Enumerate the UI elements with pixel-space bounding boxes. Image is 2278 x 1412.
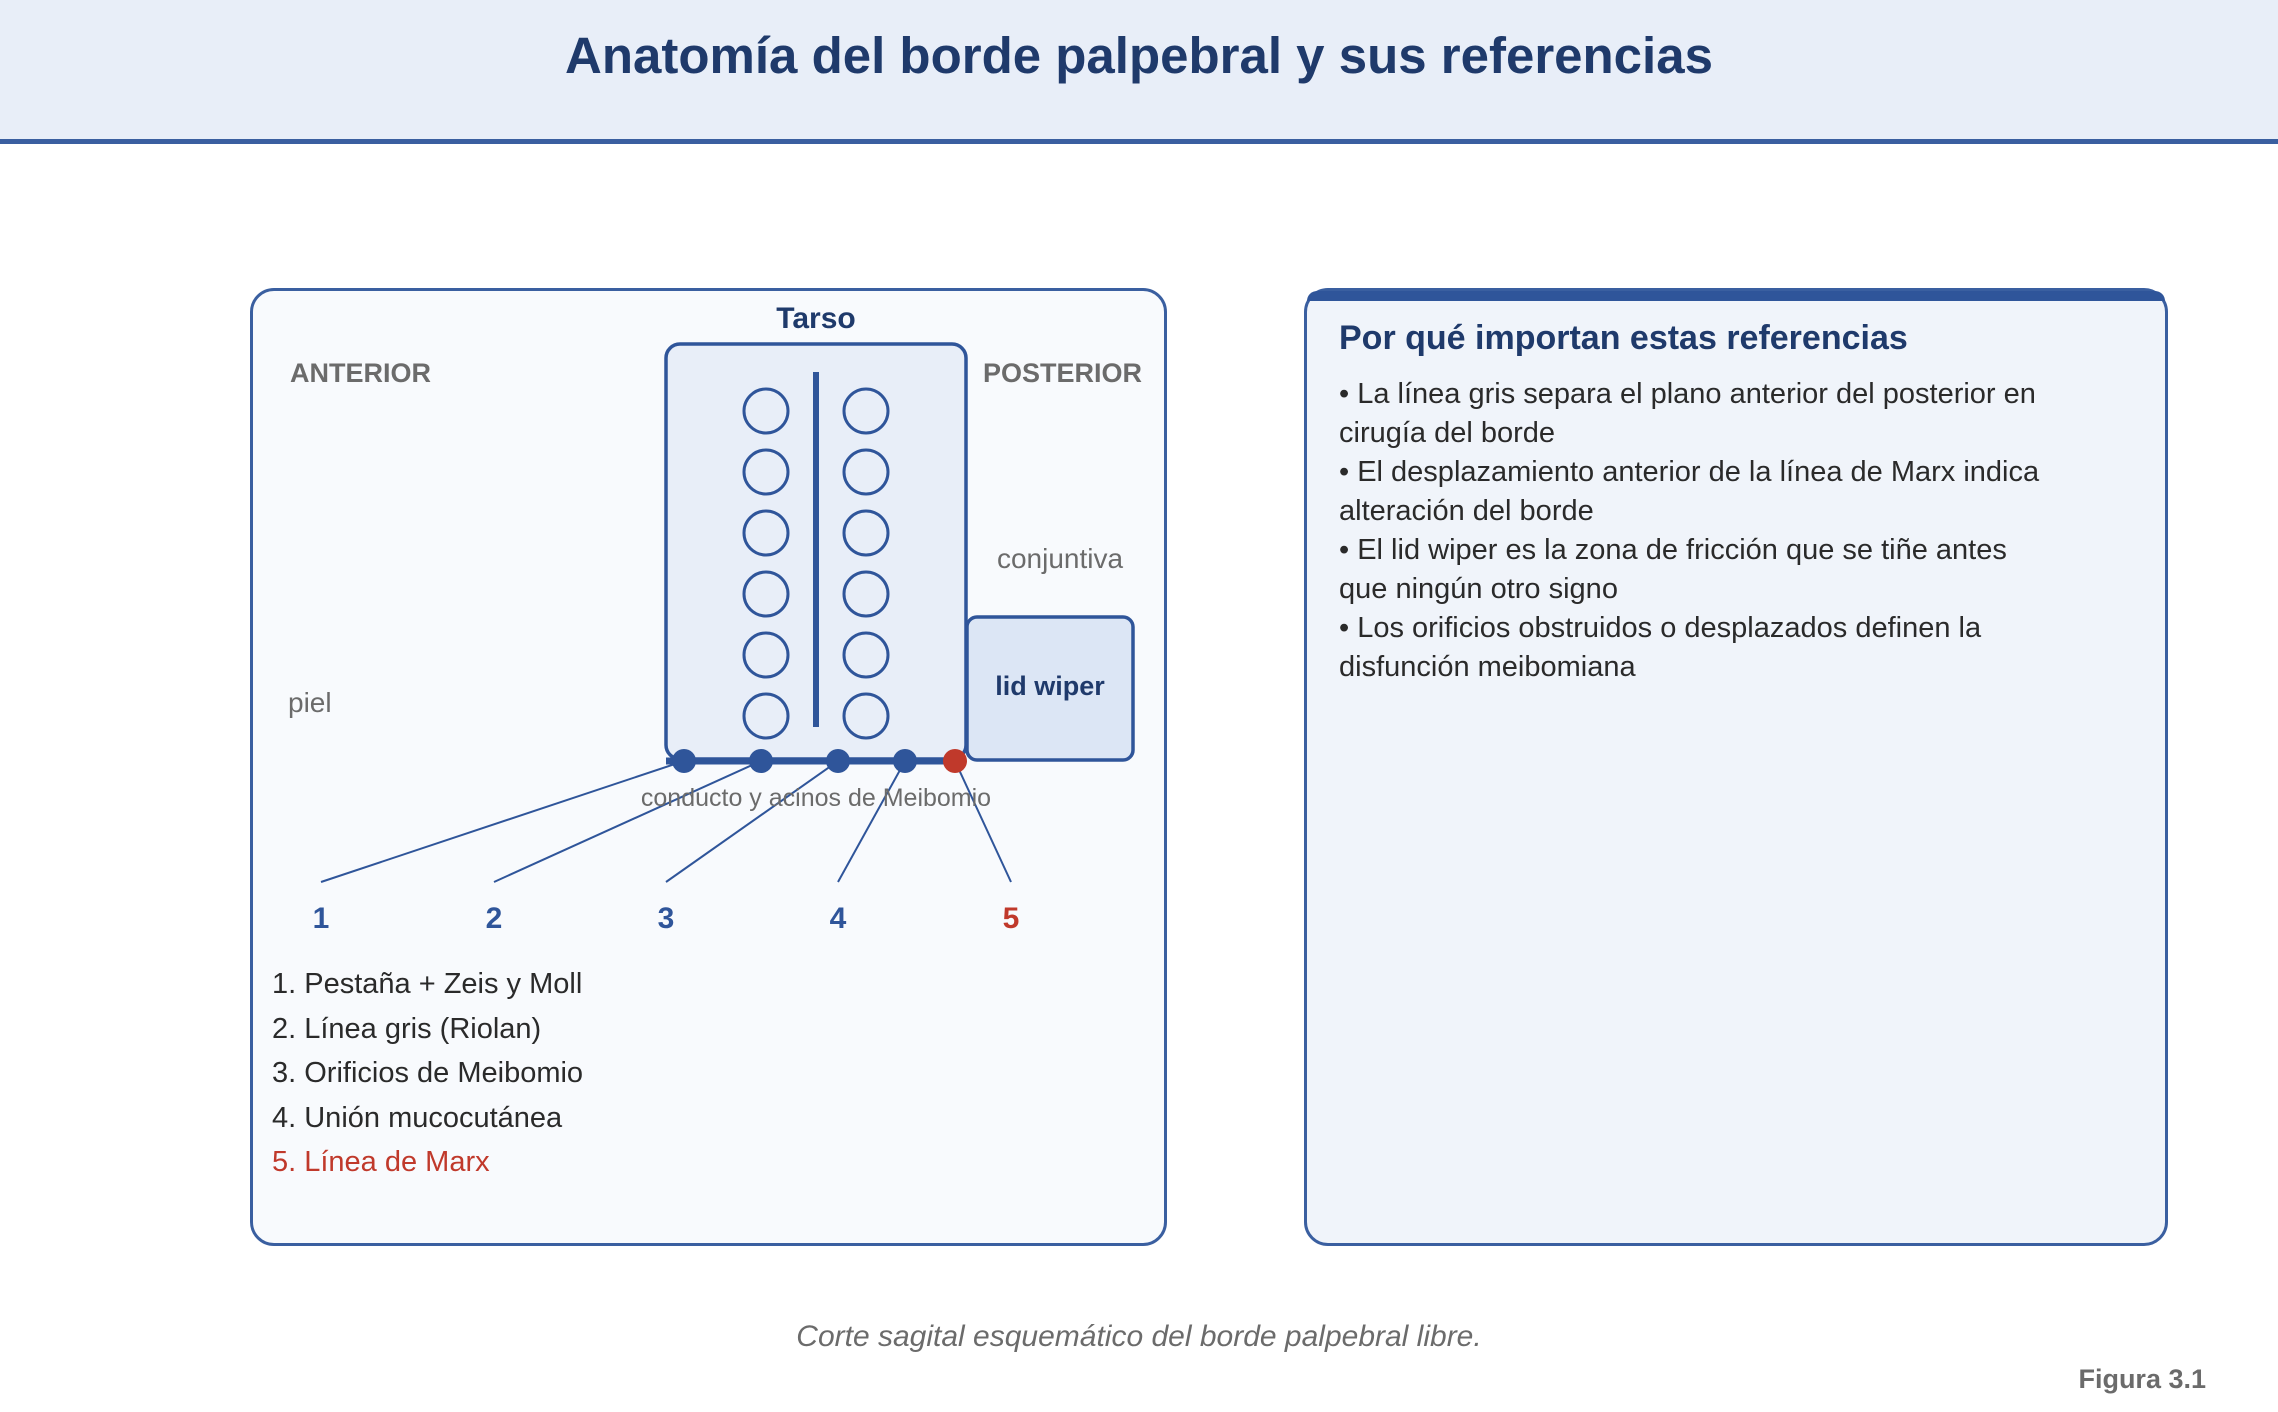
lid-wiper-label: lid wiper [995,671,1105,701]
marker-dot-2 [749,749,773,773]
meibomian-acinus [742,448,790,496]
leader-line-5 [954,760,1012,883]
conjuntiva-label: conjuntiva [997,543,1124,574]
lid-wiper-zone [965,615,1135,762]
posterior-label: POSTERIOR [983,358,1142,388]
marker-number-4: 4 [830,902,847,935]
tarsus-label: Tarso [776,302,855,335]
marker-dot-5 [943,749,967,773]
piel-label: piel [288,687,332,718]
figure-label: Figura 3.1 [2078,1364,2206,1394]
meibomian-acinus [742,692,790,740]
meibomian-acinus [842,631,890,679]
marker-dot-3 [826,749,850,773]
info-bullet: • El desplazamiento anterior de la línea… [1339,456,2040,527]
leader-line-4 [837,760,906,883]
leader-line-2 [493,760,762,883]
info-heading: Por qué importan estas referencias [1339,319,1908,357]
page-title: Anatomía del borde palpebral y sus refer… [565,27,1713,84]
meibomian-acinus [842,448,890,496]
meibomio-label: conducto y acinos de Meibomio [641,784,991,812]
meibomian-acinus [742,570,790,618]
meibomian-acinus [842,570,890,618]
meibomian-acinus [842,692,890,740]
info-bullet: • La línea gris separa el plano anterior… [1339,378,2036,449]
marker-dot-1 [672,749,696,773]
info-bullet: • El lid wiper es la zona de fricción qu… [1339,534,2007,605]
marker-number-2: 2 [486,902,503,935]
meibomian-acinus [742,509,790,557]
legend-item-4: 4. Unión mucocutánea [272,1101,563,1134]
marker-number-5: 5 [1003,902,1020,935]
meibomian-acinus [742,387,790,435]
info-panel: Por qué importan estas referencias • La … [1304,288,2168,1246]
leader-line-3 [665,760,839,883]
reference-markers: 1 2 3 4 5 [313,749,1020,935]
diagram-panel [250,288,1167,1246]
reference-legend: 1. Pestaña + Zeis y Moll 2. Línea gris (… [272,962,583,1185]
marker-dot-4 [893,749,917,773]
legend-item-5: 5. Línea de Marx [272,1146,490,1178]
meibomian-acinus [742,631,790,679]
leader-line-1 [320,760,685,883]
legend-item-3: 3. Orificios de Meibomio [272,1057,584,1089]
info-bullet: • Los orificios obstruidos o desplazados… [1339,612,1982,683]
marker-number-3: 3 [658,902,675,935]
info-bullet-list: • La línea gris separa el plano anterior… [1339,375,2059,687]
figure-caption: Corte sagital esquemático del borde palp… [796,1320,1482,1353]
meibomian-acini [742,387,890,740]
marker-number-1: 1 [313,902,330,935]
anterior-label: ANTERIOR [290,358,431,388]
legend-item-2: 2. Línea gris (Riolan) [272,1012,542,1045]
meibomian-acinus [842,387,890,435]
header-banner: Anatomía del borde palpebral y sus refer… [0,0,2278,144]
meibomian-acinus [842,509,890,557]
info-panel-topbar [1307,291,2165,301]
legend-item-1: 1. Pestaña + Zeis y Moll [272,968,583,1000]
